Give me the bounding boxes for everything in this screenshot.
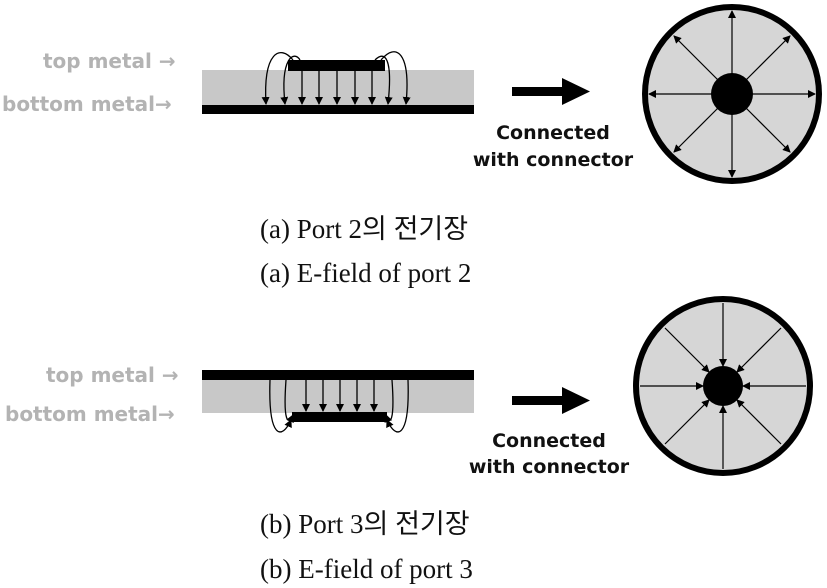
e-field-lines-b — [269, 379, 409, 433]
dielectric-substrate-b — [202, 379, 474, 413]
coax-cross-section-a — [642, 4, 822, 184]
connected-label-a-line2: with connector — [473, 149, 634, 171]
e-field-lines-a — [261, 51, 411, 105]
coax-inner-conductor-a — [711, 73, 753, 115]
coax-inner-conductor-b — [703, 366, 743, 406]
top-metal-label-a: top metal → — [43, 49, 176, 73]
connected-label-b-line1: Connected — [492, 430, 606, 452]
bottom-metal-strip-b — [292, 412, 387, 422]
caption-b-korean: (b) Port 3의 전기장 — [260, 509, 470, 539]
coax-cross-section-b — [633, 296, 813, 476]
caption-b-english: (b) E-field of port 3 — [260, 554, 473, 584]
bottom-metal-label-a: bottom metal→ — [2, 92, 172, 116]
connected-label-b-line2: with connector — [469, 456, 630, 478]
panel-b: top metal → bottom metal→ Connected with… — [5, 296, 813, 584]
panel-a: top metal → bottom metal→ Connected with… — [2, 4, 822, 288]
top-metal-label-b: top metal → — [46, 363, 179, 387]
right-arrow-a — [512, 78, 590, 105]
caption-a-english: (a) E-field of port 2 — [260, 258, 471, 288]
caption-a-korean: (a) Port 2의 전기장 — [260, 214, 468, 244]
right-arrow-b — [512, 387, 590, 414]
bottom-metal-layer-a — [202, 105, 474, 114]
top-metal-layer-b — [202, 370, 474, 380]
connected-label-a-line1: Connected — [496, 122, 610, 144]
bottom-metal-label-b: bottom metal→ — [5, 402, 175, 426]
radial-field-arrows-b — [640, 303, 806, 469]
radial-field-arrows-a — [648, 10, 816, 178]
dielectric-substrate-a — [202, 70, 474, 106]
top-metal-strip-a — [288, 60, 385, 71]
